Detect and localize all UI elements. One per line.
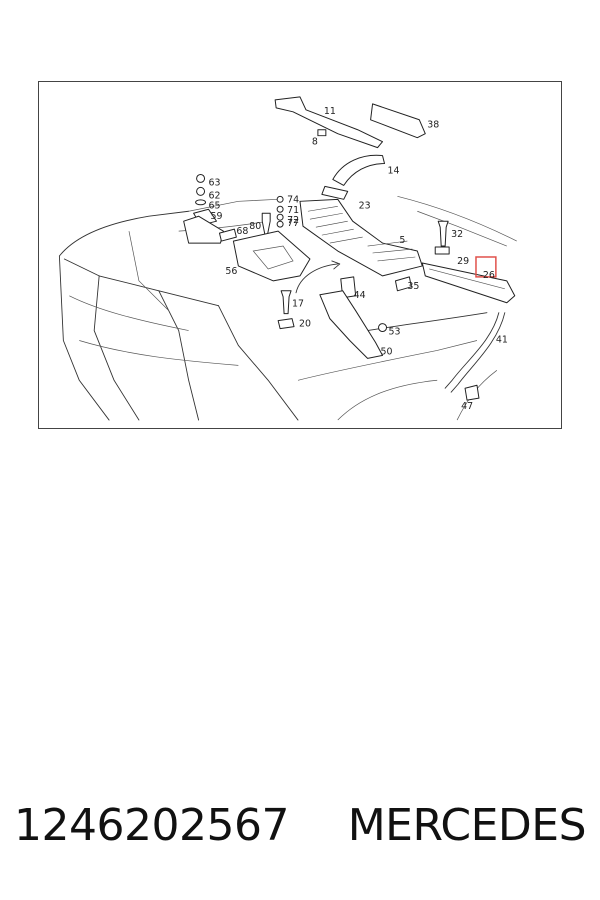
callout-label: 56 bbox=[225, 266, 237, 277]
part-35-clip bbox=[394, 276, 412, 292]
callout-label: 17 bbox=[292, 299, 304, 310]
part-17-screw bbox=[280, 290, 292, 315]
part-56-tray bbox=[232, 230, 311, 282]
callout-label: 23 bbox=[359, 200, 371, 211]
assembly-arrow bbox=[295, 263, 339, 294]
callout-label: 47 bbox=[461, 401, 473, 412]
part-68-clip bbox=[218, 228, 237, 242]
callout-labels: 11 38 8 14 63 62 65 59 74 71 72 77 80 68… bbox=[209, 106, 508, 412]
callout-label: 65 bbox=[209, 200, 221, 211]
callout-label: 41 bbox=[496, 334, 508, 345]
callout-label: 32 bbox=[451, 229, 463, 240]
callout-label: 62 bbox=[209, 190, 221, 201]
product-footer: 1246202567 MERCEDES bbox=[0, 800, 600, 860]
callout-label: 74 bbox=[287, 194, 299, 205]
callout-label: 11 bbox=[324, 106, 336, 117]
part-29-strip bbox=[421, 262, 516, 304]
callout-label: 72 bbox=[287, 215, 299, 226]
parts-diagram: 11 38 8 14 63 62 65 59 74 71 72 77 80 68… bbox=[38, 81, 562, 429]
callout-label: 35 bbox=[407, 281, 419, 292]
part-8-clip bbox=[317, 129, 327, 137]
part-41-hose bbox=[444, 312, 500, 389]
part-26-highlight bbox=[475, 256, 497, 278]
part-number: 1246202567 bbox=[14, 800, 289, 851]
part-47-clip bbox=[464, 384, 480, 401]
callout-label: 59 bbox=[211, 211, 223, 222]
part-20-clip bbox=[277, 318, 295, 330]
part-14-seal bbox=[332, 154, 386, 186]
part-53-nut bbox=[378, 323, 387, 333]
part-23-clip bbox=[321, 185, 349, 200]
car-body-outline bbox=[58, 196, 517, 421]
callout-label: 53 bbox=[388, 327, 400, 338]
callout-label: 14 bbox=[387, 165, 399, 176]
part-11-bracket bbox=[274, 96, 384, 149]
callout-label: 77 bbox=[287, 218, 299, 229]
callout-label: 44 bbox=[354, 290, 366, 301]
callout-label: 29 bbox=[457, 256, 469, 267]
callout-label: 71 bbox=[287, 205, 299, 216]
part-38-strip bbox=[370, 103, 426, 139]
diagram-drawing: 11 38 8 14 63 62 65 59 74 71 72 77 80 68… bbox=[58, 96, 517, 421]
callout-label: 80 bbox=[249, 221, 261, 232]
fastener-stack-center bbox=[261, 195, 284, 237]
callout-label: 20 bbox=[299, 319, 311, 330]
part-32-screw bbox=[437, 220, 449, 247]
part-29-clip bbox=[434, 246, 450, 255]
callout-label: 5 bbox=[399, 235, 405, 246]
callout-label: 50 bbox=[381, 346, 393, 357]
callout-label: 38 bbox=[427, 120, 439, 131]
callout-label: 63 bbox=[209, 177, 221, 188]
callout-label: 26 bbox=[483, 270, 495, 281]
callout-label: 8 bbox=[312, 137, 318, 148]
brand-name: MERCEDES bbox=[347, 800, 587, 851]
part-50-vent bbox=[319, 290, 384, 359]
callout-label: 68 bbox=[236, 226, 248, 237]
